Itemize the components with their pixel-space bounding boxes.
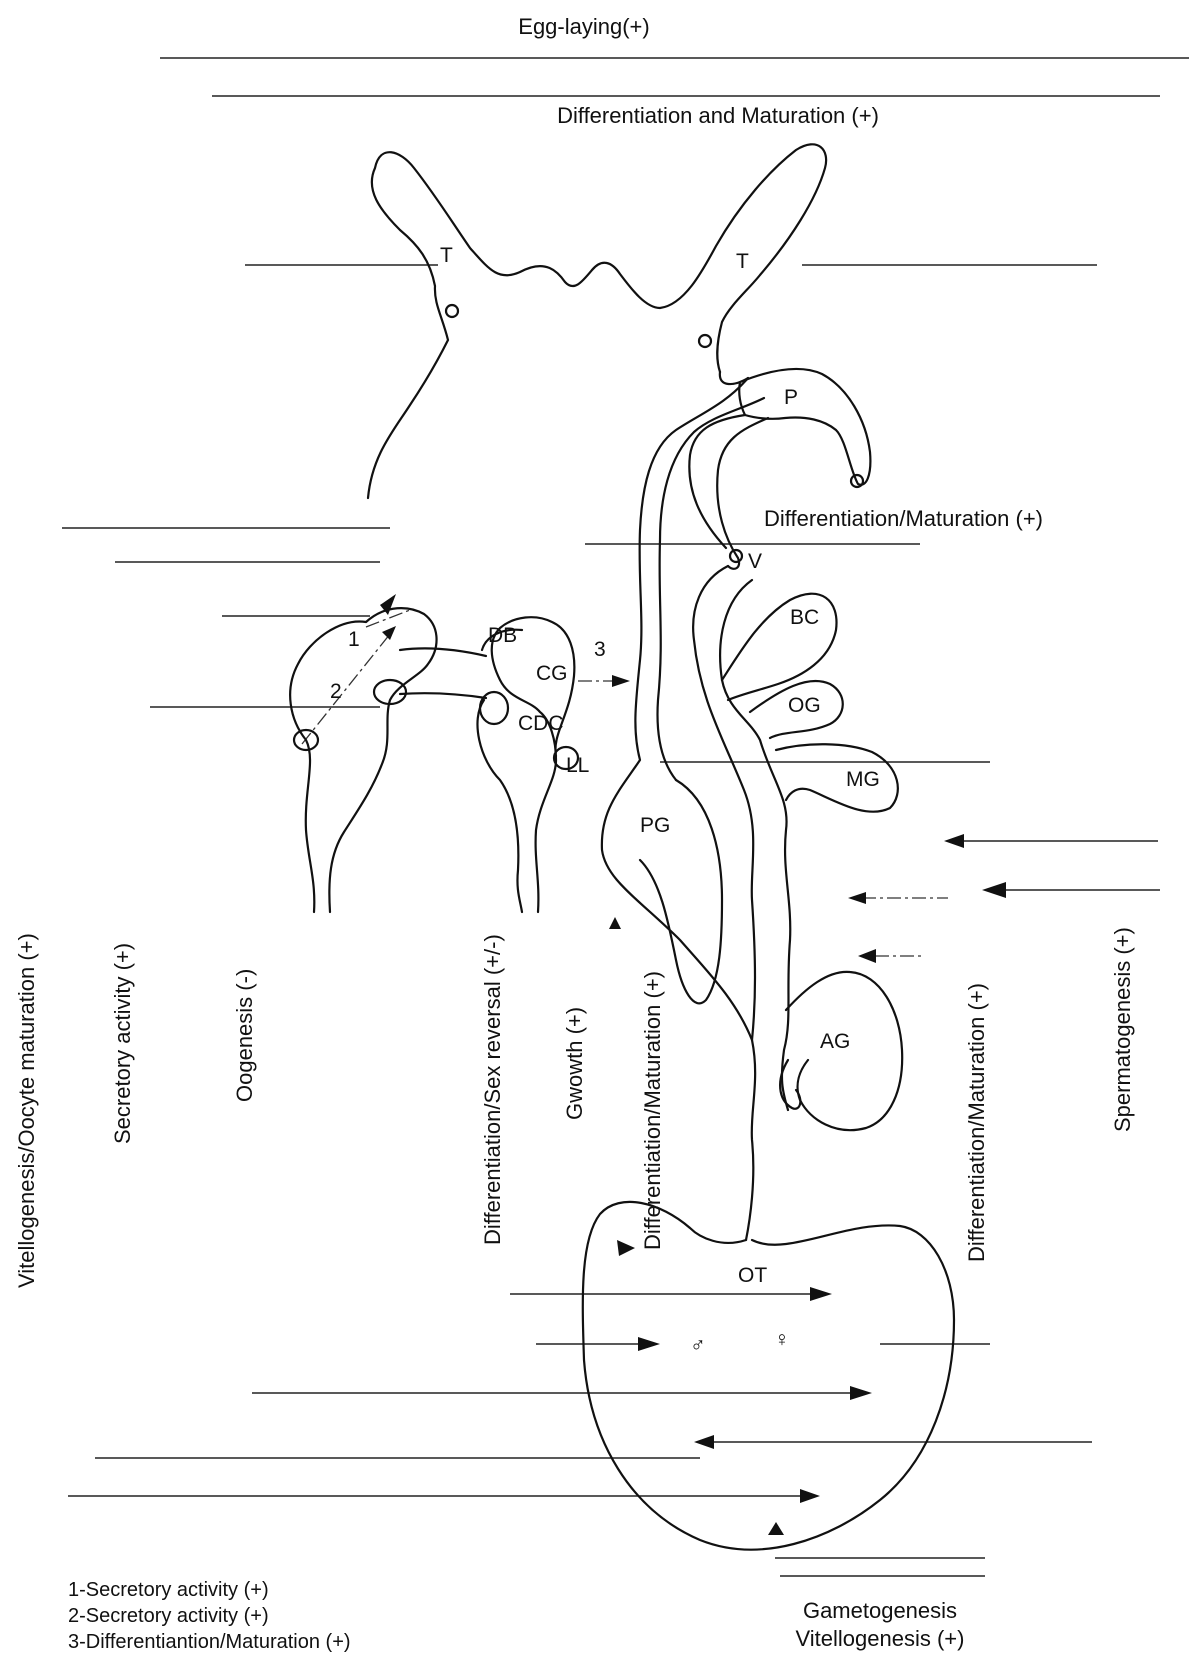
optic-ganglion-label: OG	[788, 694, 821, 717]
differentiation-maturation-penis-label: Differentiation/Maturation (+)	[764, 506, 1043, 531]
ovotestis-outline	[583, 1202, 954, 1550]
arrowhead-left-3	[848, 892, 866, 904]
penis-outline	[739, 369, 870, 485]
arrowhead-left-4	[858, 949, 876, 963]
arrowhead-ot-4	[694, 1435, 714, 1449]
vas-deferens-label: V	[748, 550, 762, 573]
oogenesis-vertical-label: Oogenesis (-)	[232, 969, 257, 1102]
vitellogenesis-vertical-label: Vitellogenesis/Oocyte maturation (+)	[14, 933, 39, 1288]
arrowhead-3	[612, 675, 630, 687]
female-symbol-icon: ♀	[774, 1328, 790, 1351]
commissure-upper	[400, 648, 486, 656]
arrow-number-3: 3	[594, 638, 606, 661]
arrowhead-ot-5	[800, 1489, 820, 1503]
arrowhead-ot-2	[638, 1337, 660, 1351]
pleural-ganglion-label: PG	[640, 814, 670, 837]
eye-right-icon	[699, 335, 711, 347]
triangle-ot-top	[617, 1240, 635, 1256]
arrow-number-2: 2	[330, 680, 342, 703]
gametogenesis-label: Gametogenesis	[803, 1598, 957, 1623]
mesocerebral-ganglion-label: MG	[846, 768, 880, 791]
growth-vertical-label: Gwowth (+)	[562, 1007, 587, 1120]
tentacle-right-label: T	[736, 250, 749, 273]
male-symbol-icon: ♂	[690, 1334, 706, 1357]
central-duct-outline	[693, 566, 790, 1110]
arrowhead-ot-1	[810, 1287, 832, 1301]
eye-left-icon	[446, 305, 458, 317]
head-tentacles-outline	[368, 144, 826, 498]
triangle-up-growth	[609, 917, 621, 929]
caudodorsal-cells-label: CDC	[518, 712, 564, 735]
ovotestis-label: OT	[738, 1264, 767, 1287]
lateral-lobe-label: LL	[566, 754, 589, 777]
legend-item-1: 1-Secretory activity (+)	[68, 1579, 269, 1601]
arrowhead-2	[382, 626, 396, 640]
sex-reversal-vertical-label: Differentiation/Sex reversal (+/-)	[480, 934, 505, 1245]
secretory-activity-vertical-label: Secretory activity (+)	[110, 943, 135, 1144]
diff-maturation-right-vertical-label: Differentiation/Maturation (+)	[964, 983, 989, 1262]
dorsal-body-label: DB	[488, 624, 517, 647]
legend-item-2: 2-Secretory activity (+)	[68, 1605, 269, 1627]
differentiation-maturation-top-label: Differentiation and Maturation (+)	[557, 103, 879, 128]
tentacle-left-label: T	[440, 244, 453, 267]
albumen-gland-label: AG	[820, 1030, 850, 1053]
arrowhead-left-1	[944, 834, 964, 848]
vas-deferens-outline	[689, 415, 768, 569]
spermatogenesis-vertical-label: Spermatogenesis (+)	[1110, 927, 1135, 1132]
egg-laying-label: Egg-laying(+)	[518, 14, 649, 39]
diff-maturation-left-vertical-label: Differentiation/Maturation (+)	[640, 971, 665, 1250]
pleural-connective-outer	[602, 378, 755, 1240]
triangle-ot-bottom	[768, 1522, 784, 1535]
cerebral-ganglion-label: CG	[536, 662, 568, 685]
buccal-ganglion-label: BC	[790, 606, 819, 629]
arrowhead-ot-3	[850, 1386, 872, 1400]
vitellogenesis-bottom-label: Vitellogenesis (+)	[796, 1626, 965, 1651]
legend-item-3: 3-Differentiantion/Maturation (+)	[68, 1631, 351, 1653]
arrowhead-left-2	[982, 882, 1006, 898]
horizontal-guide-lines	[62, 58, 1189, 1576]
commissure-lower	[400, 693, 486, 698]
buccal-ganglion-outline	[722, 594, 837, 700]
penis-label: P	[784, 386, 798, 409]
right-cdc-cluster-icon	[480, 692, 508, 724]
left-ganglion-outline	[290, 608, 436, 912]
arrow-number-1: 1	[348, 628, 360, 651]
